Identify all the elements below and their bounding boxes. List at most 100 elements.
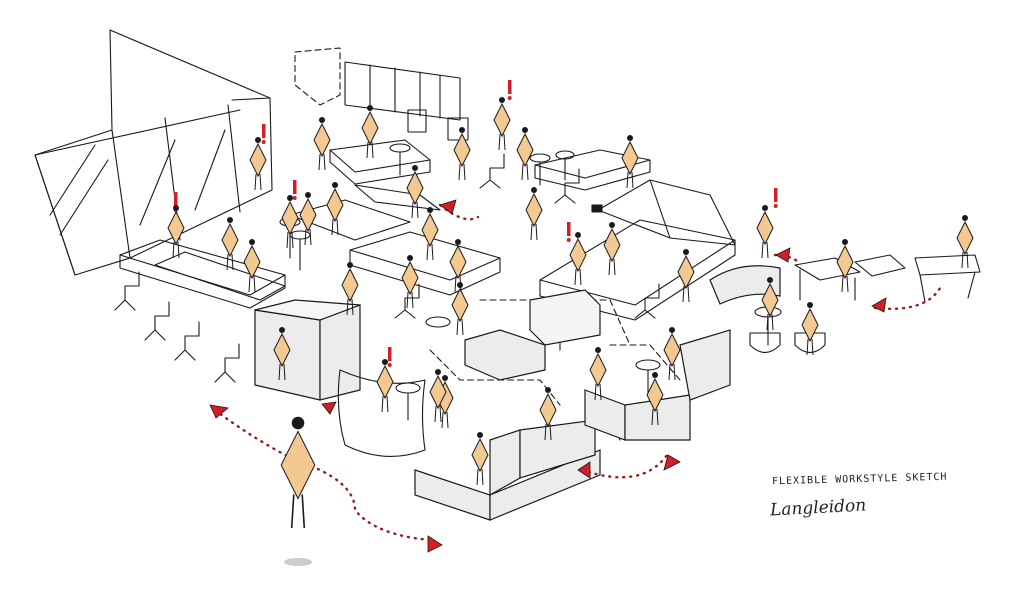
person-figure [516,127,534,181]
person-head [499,97,505,103]
person-figure [326,182,344,236]
person-head [767,277,773,283]
person-head [227,217,233,223]
person-body [471,437,489,473]
person-legs [651,408,659,426]
person-head [287,195,293,201]
person-head [627,135,633,141]
person-legs [304,228,312,246]
person-legs [608,258,616,276]
alert-icon [292,180,297,200]
person-head [962,215,968,221]
person-legs [434,405,442,423]
person-figure [663,327,681,381]
person-legs [456,318,464,336]
glass-wall [34,29,273,276]
arrow-8 [321,401,337,415]
person-head [412,165,418,171]
person-head [842,239,848,245]
person-figure [569,232,587,286]
person-head [459,127,465,133]
person-figure [621,135,639,189]
person-body [221,222,239,258]
person-head [595,347,601,353]
person-body [280,430,316,500]
person-head [545,387,551,393]
person-legs [458,163,466,181]
person-body [539,392,557,428]
person-figure [801,302,819,356]
person-figure [761,277,779,331]
person-figure [376,359,394,413]
person-head [762,205,768,211]
person-head [683,249,689,255]
person-figure [421,207,439,261]
person-head [173,205,179,211]
person-body [376,364,394,400]
person-body [313,122,331,158]
person-figure [401,255,419,309]
person-head [382,359,388,365]
person-body [401,260,419,296]
person-legs [411,201,419,219]
person-body [281,200,299,236]
person-legs [441,411,449,429]
person-figure [451,282,469,336]
person-head [279,327,285,333]
person-legs [290,494,306,529]
person-body [525,192,543,228]
person-legs [254,173,262,191]
person-legs [278,363,286,381]
person-figure [603,222,621,276]
person-legs [521,163,529,181]
person-body [361,110,379,146]
person-legs [172,241,180,259]
person-head [442,375,448,381]
person-head [652,372,658,378]
alert-icon [773,188,778,208]
person-body [249,142,267,178]
people-figures [167,97,974,529]
person-head [522,127,528,133]
arrow-2 [427,535,443,553]
person-figure [539,387,557,441]
person-figure [221,217,239,271]
figure-shadow [284,558,312,566]
person-body [326,187,344,223]
person-head [455,239,461,245]
person-body [299,197,317,233]
person-head [807,302,813,308]
person-figure [836,239,854,293]
person-body [956,220,974,256]
person-figure [493,97,511,151]
person-legs [406,291,414,309]
person-figure [756,205,774,259]
person-body [429,374,447,410]
person-legs [761,241,769,259]
person-figure [281,195,299,249]
back-partitions [344,61,469,141]
person-legs [544,423,552,441]
person-legs [346,298,354,316]
projection-screen [591,179,736,246]
person-legs [668,363,676,381]
person-legs [682,285,690,303]
person-head [407,255,413,261]
chairs [114,153,826,383]
person-figure [956,215,974,269]
person-legs [806,338,814,356]
person-body [243,244,261,280]
person-figure [273,327,291,381]
person-head [255,137,261,143]
person-figure [299,192,317,246]
person-figure [589,347,607,401]
person-body [516,132,534,168]
person-body [406,170,424,206]
person-head [531,187,537,193]
person-legs [530,223,538,241]
alert-icon [387,347,392,367]
arrow-1 [209,404,229,419]
person-head [457,282,463,288]
person-legs [961,251,969,269]
person-figure [167,205,185,259]
